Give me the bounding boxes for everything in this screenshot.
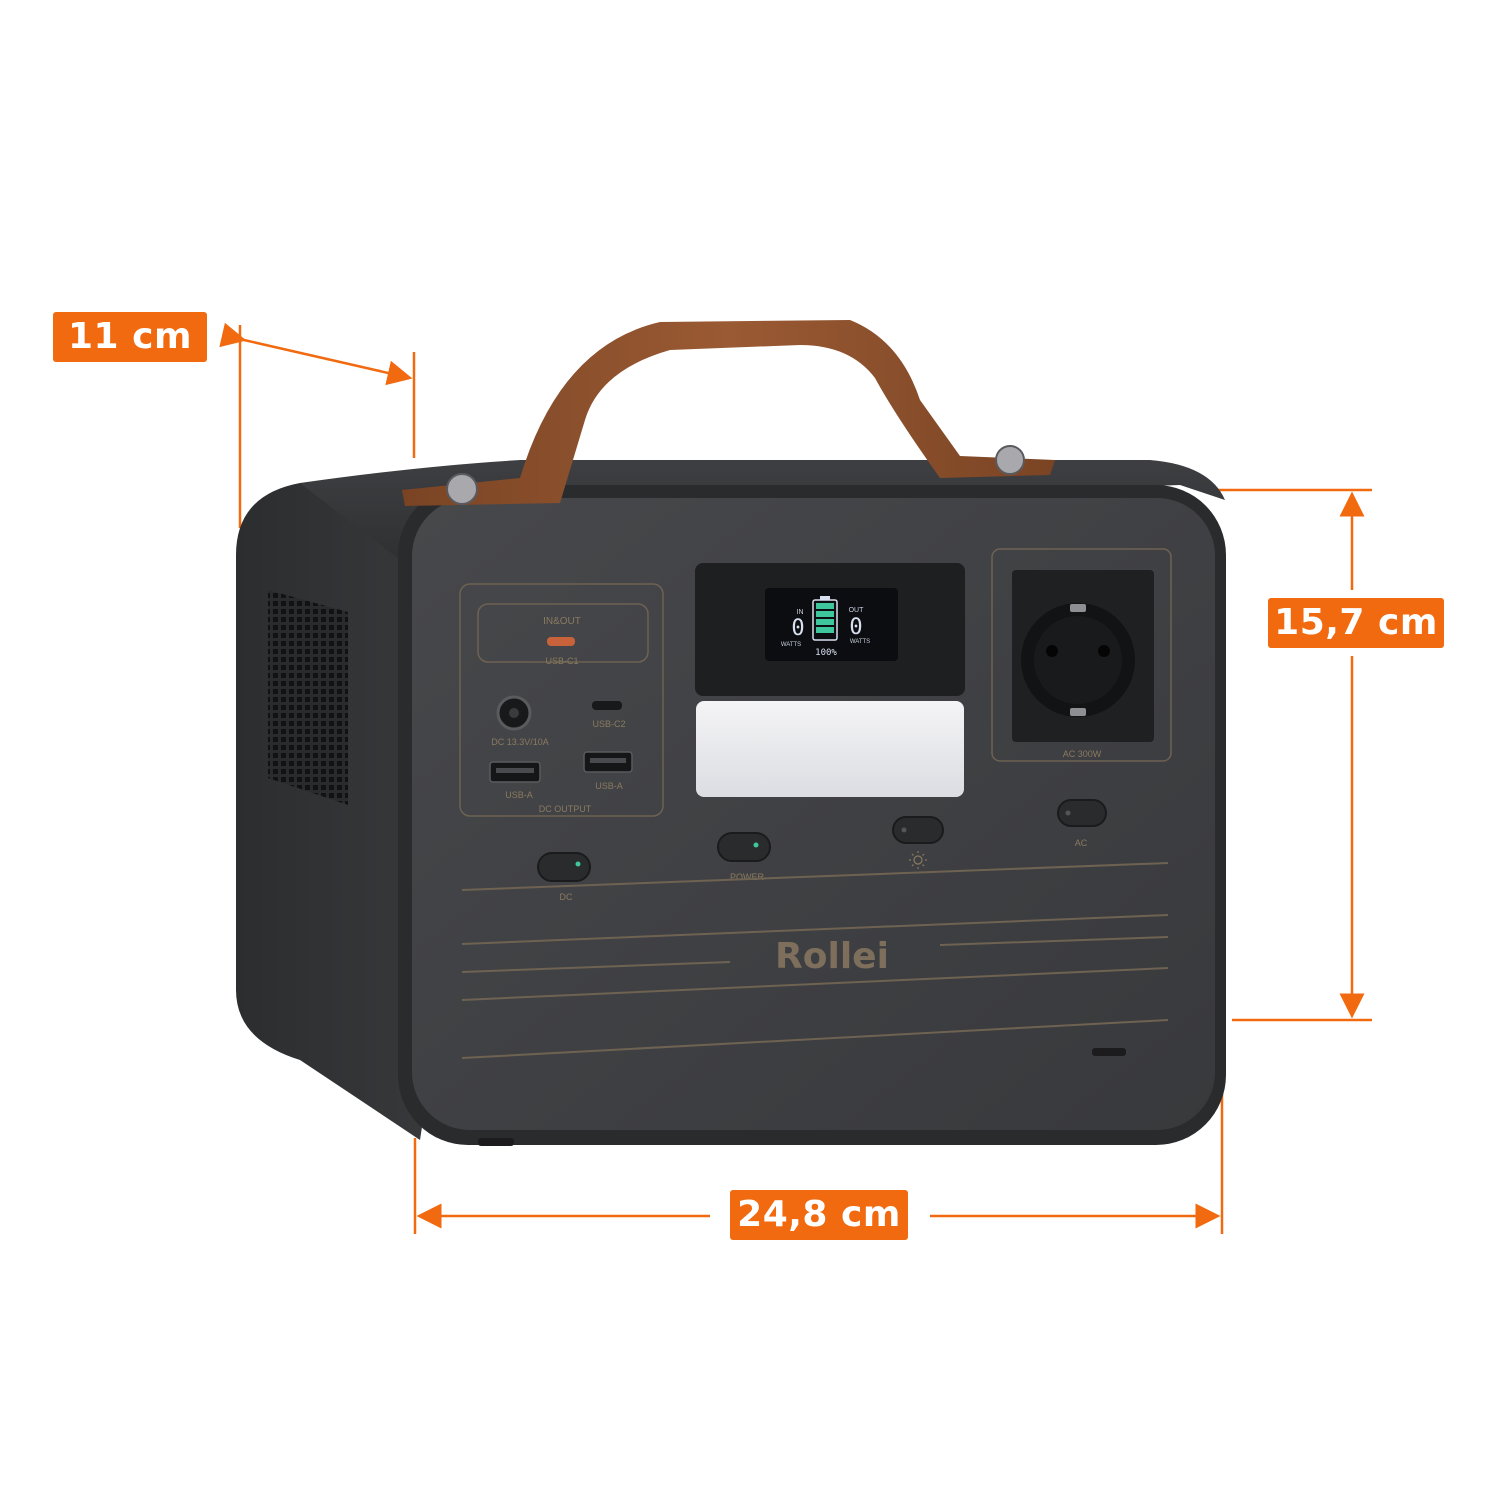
ac-ground-top bbox=[1070, 604, 1086, 612]
engraved-lines bbox=[461, 862, 1169, 1059]
ac-outline bbox=[991, 548, 1172, 762]
dc-button-indicator bbox=[575, 861, 581, 867]
strap-rivet-right bbox=[995, 445, 1025, 475]
usb-c1-inout-label: IN&OUT bbox=[543, 616, 581, 627]
height-dimension-label: 15,7 cm bbox=[1268, 598, 1444, 648]
usb-a2-port-tongue bbox=[590, 758, 626, 763]
lcd-display: IN 0 WATTS 100% OUT 0 WATTS bbox=[695, 563, 965, 696]
battery-bar bbox=[816, 619, 834, 625]
ac-button[interactable] bbox=[1057, 799, 1107, 827]
depth-arrow bbox=[219, 322, 413, 386]
lcd-in-label: IN bbox=[797, 609, 804, 616]
ac-pin-hole-left bbox=[1046, 645, 1058, 657]
usb-a1-label: USB-A bbox=[505, 790, 533, 800]
usb-c1-port[interactable] bbox=[547, 637, 575, 646]
usb-c2-port[interactable] bbox=[592, 701, 622, 710]
lcd-in-value: 0 bbox=[791, 616, 804, 641]
power-button-indicator bbox=[753, 842, 759, 848]
control-buttons: DC POWER AC bbox=[537, 799, 1107, 902]
light-button-indicator bbox=[901, 827, 907, 833]
usb-a2-label: USB-A bbox=[595, 781, 623, 791]
lcd-out-watts: WATTS bbox=[850, 639, 870, 645]
usb-c2-label: USB-C2 bbox=[592, 719, 625, 729]
power-button-label: POWER bbox=[730, 872, 765, 882]
strap-band bbox=[402, 320, 1055, 506]
brand-logo: Rollei bbox=[775, 936, 889, 977]
ac-button-label: AC bbox=[1075, 838, 1088, 848]
power-button[interactable] bbox=[717, 832, 771, 862]
port-panel: IN&OUT USB-C1 DC 13.3V/10A USB-C2 USB-A … bbox=[459, 583, 664, 817]
dimension-lines bbox=[219, 322, 1372, 1234]
light-button[interactable] bbox=[892, 816, 944, 844]
port-panel-outline bbox=[459, 583, 664, 817]
strap-rivet-left bbox=[446, 473, 478, 505]
foot-right bbox=[1092, 1048, 1126, 1056]
usb-c1-label: USB-C1 bbox=[545, 656, 578, 666]
width-dimension-label: 24,8 cm bbox=[730, 1190, 908, 1240]
dc-in-label: DC 13.3V/10A bbox=[491, 737, 549, 747]
battery-percent: 100% bbox=[815, 648, 837, 658]
battery-bar bbox=[816, 611, 834, 617]
led-light-panel bbox=[696, 701, 964, 797]
ac-outlet-section: AC 300W bbox=[991, 548, 1172, 762]
lcd-in-watts: WATTS bbox=[781, 642, 801, 648]
battery-cap bbox=[820, 596, 830, 600]
lcd-out-label: OUT bbox=[849, 607, 865, 614]
dc-in-port-pin bbox=[509, 708, 519, 718]
depth-dimension-label: 11 cm bbox=[53, 312, 207, 362]
battery-bar bbox=[816, 627, 834, 633]
lcd-out-value: 0 bbox=[849, 615, 862, 640]
ac-button-indicator bbox=[1065, 810, 1071, 816]
vent-grille bbox=[268, 590, 348, 805]
ac-socket-inner bbox=[1034, 616, 1122, 704]
ac-ground-bottom bbox=[1070, 708, 1086, 716]
battery-fill bbox=[816, 603, 834, 633]
usb-a1-port-tongue bbox=[496, 768, 534, 773]
ac-outlet-label: AC 300W bbox=[1063, 749, 1102, 759]
dc-button[interactable] bbox=[537, 852, 591, 882]
dc-button-label: DC bbox=[560, 892, 573, 902]
dc-output-label: DC OUTPUT bbox=[539, 804, 592, 814]
battery-bar bbox=[816, 603, 834, 609]
sun-icon bbox=[909, 851, 927, 869]
ac-pin-hole-right bbox=[1098, 645, 1110, 657]
carry-strap bbox=[402, 320, 1055, 506]
usb-c1-outline bbox=[477, 603, 649, 663]
foot-left bbox=[478, 1138, 514, 1146]
